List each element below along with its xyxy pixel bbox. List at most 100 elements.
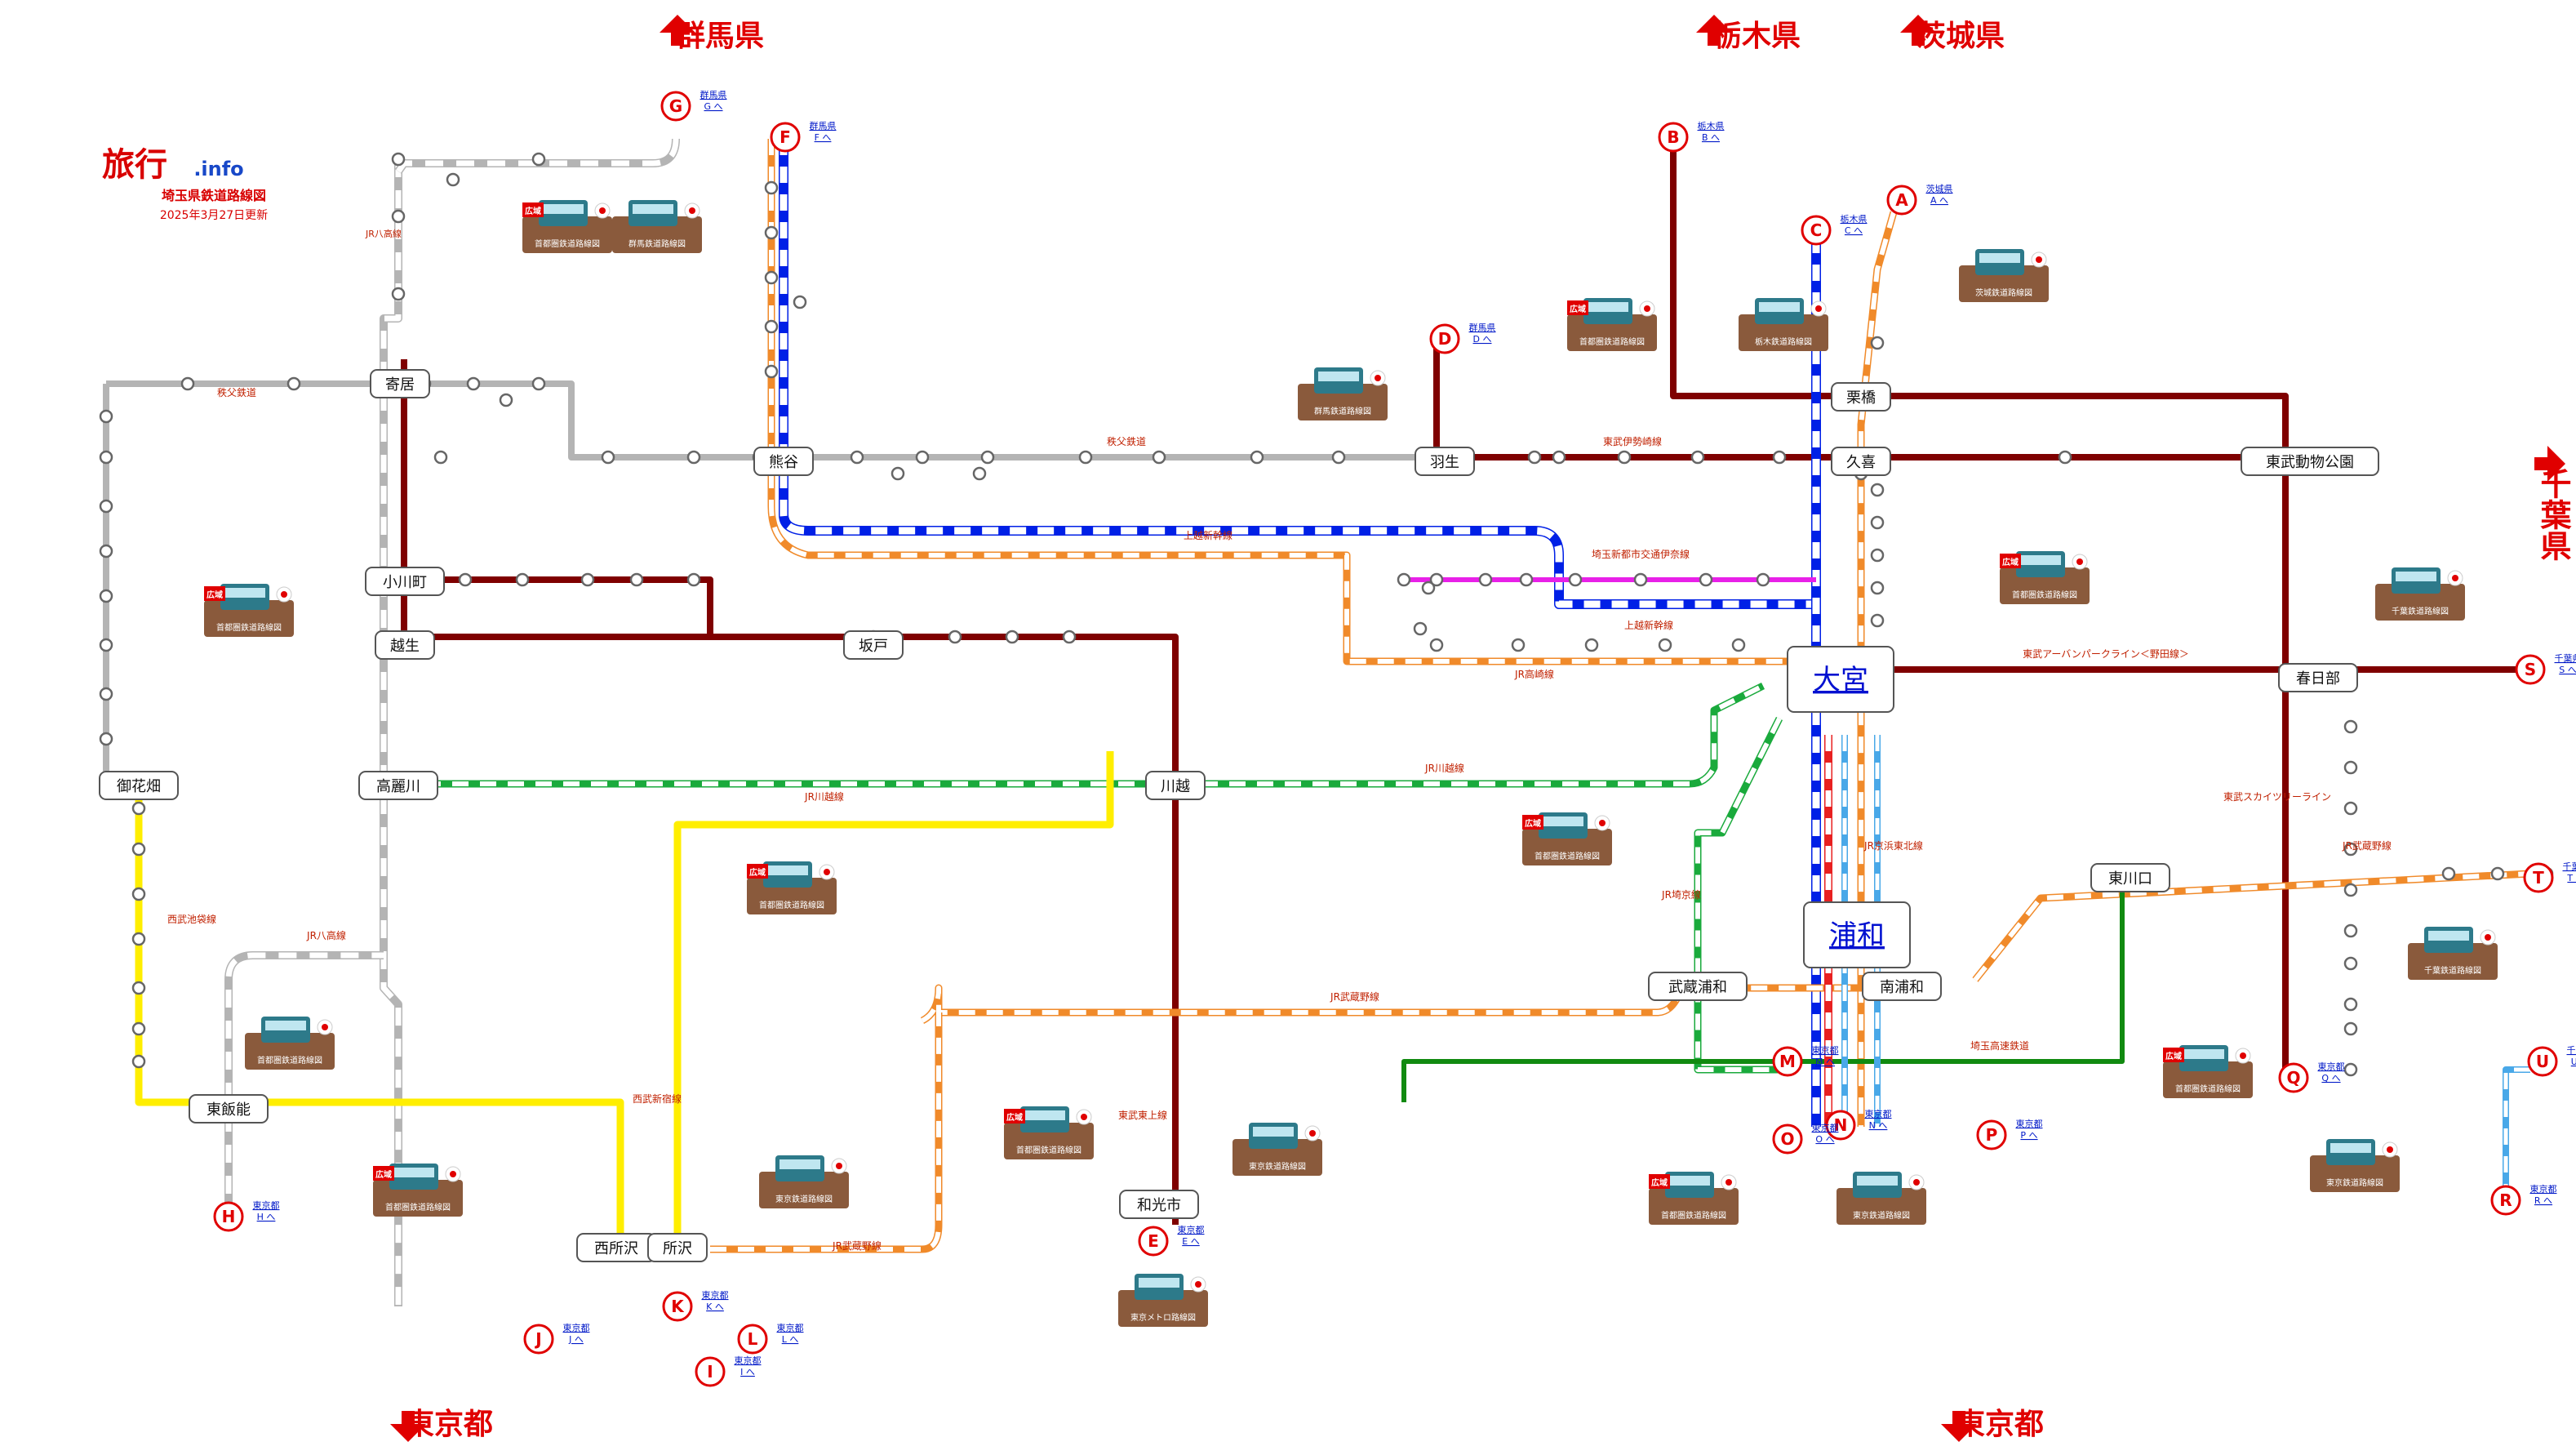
marker-link[interactable]: L へ	[782, 1334, 799, 1345]
icon-caption[interactable]: 首都圏鉄道路線図	[385, 1202, 451, 1212]
icon-caption[interactable]: 首都圏鉄道路線図	[1661, 1210, 1726, 1221]
marker-pref-link[interactable]: 千葉県	[2567, 1044, 2576, 1056]
major-station-label[interactable]: 和光市	[1137, 1197, 1181, 1214]
major-station-box[interactable]	[1415, 447, 1475, 476]
major-station-label[interactable]: 寄居	[385, 376, 415, 394]
marker-pref-link[interactable]: 栃木県	[1841, 213, 1868, 225]
icon-caption[interactable]: 東京鉄道路線図	[1249, 1161, 1306, 1172]
marker-circle[interactable]	[695, 1356, 726, 1387]
marker-letter[interactable]: N	[1834, 1115, 1848, 1135]
marker-circle[interactable]	[770, 122, 801, 153]
major-station-box[interactable]	[1831, 447, 1891, 476]
major-station-label[interactable]: 東川口	[2108, 870, 2152, 888]
major-station-box[interactable]	[1803, 901, 1911, 968]
map-link-icon[interactable]: 群馬鉄道路線図	[612, 200, 702, 253]
marker-pref-link[interactable]: 東京都	[2318, 1061, 2345, 1072]
marker-circle[interactable]	[1658, 122, 1689, 153]
marker-letter[interactable]: E	[1148, 1231, 1159, 1251]
map-link-icon[interactable]: 千葉鉄道路線図	[2375, 567, 2465, 621]
major-station-label[interactable]: 越生	[390, 638, 420, 655]
major-station-label[interactable]: 春日部	[2296, 670, 2340, 687]
icon-caption[interactable]: 栃木鉄道路線図	[1755, 336, 1812, 347]
icon-caption[interactable]: 首都圏鉄道路線図	[257, 1055, 322, 1066]
major-station-box[interactable]	[2278, 663, 2358, 692]
marker-pref-link[interactable]: 東京都	[253, 1199, 280, 1211]
marker-link[interactable]: C へ	[1845, 225, 1863, 236]
marker-circle[interactable]	[213, 1201, 244, 1232]
marker-letter[interactable]: S	[2525, 660, 2536, 679]
marker-link[interactable]: B へ	[1702, 132, 1720, 143]
marker-link[interactable]: O へ	[1815, 1134, 1834, 1145]
marker-link[interactable]: S へ	[2559, 665, 2576, 675]
marker-circle[interactable]	[1429, 323, 1460, 354]
marker-circle[interactable]	[1976, 1119, 2007, 1150]
marker-link[interactable]: E へ	[1182, 1236, 1199, 1247]
marker-link[interactable]: J へ	[568, 1334, 584, 1345]
marker-pref-link[interactable]: 東京都	[777, 1322, 804, 1333]
marker-letter[interactable]: L	[748, 1329, 758, 1349]
marker-letter[interactable]: G	[669, 96, 682, 116]
marker-pref-link[interactable]: 千葉県	[2563, 861, 2576, 872]
icon-caption[interactable]: 東京鉄道路線図	[2326, 1177, 2383, 1188]
major-station-label[interactable]: 久喜	[1846, 454, 1876, 471]
map-link-icon[interactable]: 東京鉄道路線図	[2310, 1139, 2400, 1192]
route-marker-s[interactable]: S千葉県S へ	[2515, 652, 2576, 685]
icon-caption[interactable]: 首都圏鉄道路線図	[759, 900, 824, 910]
major-station-label[interactable]: 大宮	[1813, 664, 1868, 696]
marker-link[interactable]: I へ	[740, 1367, 755, 1377]
major-station-label[interactable]: 武蔵浦和	[1668, 979, 1727, 996]
marker-pref-link[interactable]: 群馬県	[700, 89, 727, 100]
icon-caption[interactable]: 首都圏鉄道路線図	[1534, 851, 1600, 861]
map-link-icon[interactable]: 栃木鉄道路線図	[1739, 298, 1828, 351]
icon-caption[interactable]: 首都圏鉄道路線図	[2175, 1083, 2241, 1094]
marker-circle[interactable]	[2523, 862, 2554, 893]
major-station-label[interactable]: 川越	[1161, 778, 1190, 795]
marker-pref-link[interactable]: 栃木県	[1698, 120, 1725, 131]
route-marker-u[interactable]: U千葉県U へ	[2527, 1044, 2576, 1077]
marker-letter[interactable]: F	[779, 127, 791, 147]
marker-link[interactable]: D へ	[1473, 334, 1492, 345]
icon-caption[interactable]: 茨城鉄道路線図	[1975, 287, 2032, 298]
major-station-box[interactable]	[647, 1233, 708, 1262]
major-station-label[interactable]: 高麗川	[376, 778, 420, 795]
major-station-box[interactable]	[753, 447, 814, 476]
marker-letter[interactable]: D	[1438, 329, 1452, 349]
major-station-box[interactable]	[375, 630, 435, 660]
marker-pref-link[interactable]: 群馬県	[1469, 322, 1496, 333]
map-link-icon[interactable]: 茨城鉄道路線図	[1959, 249, 2049, 302]
icon-caption[interactable]: 首都圏鉄道路線図	[535, 238, 600, 249]
major-station-box[interactable]	[365, 567, 445, 596]
map-link-icon[interactable]: 東京鉄道路線図	[759, 1155, 849, 1208]
marker-circle[interactable]	[2278, 1062, 2309, 1093]
marker-letter[interactable]: O	[1780, 1129, 1794, 1149]
major-station-label[interactable]: 小川町	[383, 574, 427, 591]
marker-circle[interactable]	[1772, 1046, 1803, 1077]
major-station-label[interactable]: 坂戸	[859, 638, 888, 655]
marker-circle[interactable]	[523, 1324, 554, 1355]
marker-link[interactable]: R へ	[2534, 1195, 2552, 1206]
marker-pref-link[interactable]: 群馬県	[810, 120, 837, 131]
icon-caption[interactable]: 千葉鉄道路線図	[2424, 965, 2481, 976]
major-station-box[interactable]	[1862, 972, 1942, 1001]
marker-circle[interactable]	[660, 91, 691, 122]
icon-caption[interactable]: 群馬鉄道路線図	[628, 238, 686, 249]
marker-link[interactable]: M へ	[1815, 1057, 1835, 1067]
marker-letter[interactable]: T	[2533, 868, 2544, 888]
marker-pref-link[interactable]: 東京都	[1865, 1108, 1892, 1119]
marker-link[interactable]: U へ	[2571, 1057, 2576, 1067]
